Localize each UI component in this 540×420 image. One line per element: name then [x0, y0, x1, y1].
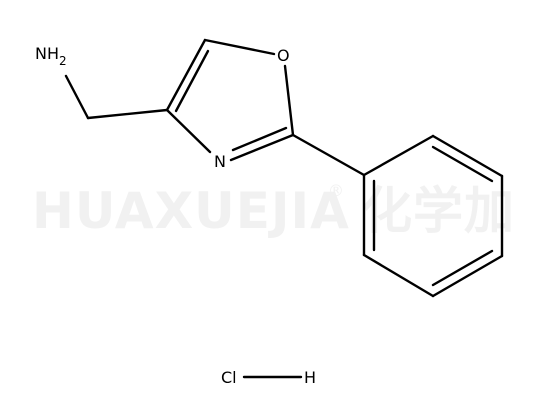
amine-label: NH	[35, 44, 59, 63]
bonds	[64, 38, 504, 379]
bond-n3-c4	[165, 108, 212, 154]
chlorine-label: Cl	[221, 368, 237, 387]
bond-o1-c2	[283, 64, 295, 137]
bond-ph-inner-1	[431, 145, 494, 183]
watermark-brand: HUAXUEJIA	[32, 182, 350, 240]
bond-ch2-c4	[86, 108, 169, 120]
ring-oxygen-label: O	[277, 46, 290, 65]
bond-ph-4	[431, 254, 504, 298]
hydrogen-label: H	[304, 368, 316, 387]
bond-c4-c5	[165, 38, 207, 112]
atom-labels: NH 2 O N Cl H	[35, 44, 316, 387]
watermark-chinese: 化学加	[362, 182, 515, 240]
bond-ph-inner-2	[431, 249, 494, 287]
ring-nitrogen-label: N	[214, 152, 226, 171]
bond-c4-c5-inner	[174, 49, 210, 113]
watermark-registered-mark: ®	[328, 181, 344, 200]
bond-ph-1	[362, 134, 435, 177]
bond-ph-5	[362, 253, 435, 298]
bond-c5-o1	[203, 38, 276, 56]
bond-c2-phenyl	[291, 133, 366, 177]
bond-n-ch2	[64, 74, 90, 120]
amine-subscript: 2	[59, 54, 67, 68]
bond-c2-n3	[229, 133, 295, 162]
bond-c2-n3-inner	[231, 126, 288, 152]
watermark: HUAXUEJIA ® 化学加	[32, 181, 515, 240]
bond-ph-2	[431, 134, 504, 178]
